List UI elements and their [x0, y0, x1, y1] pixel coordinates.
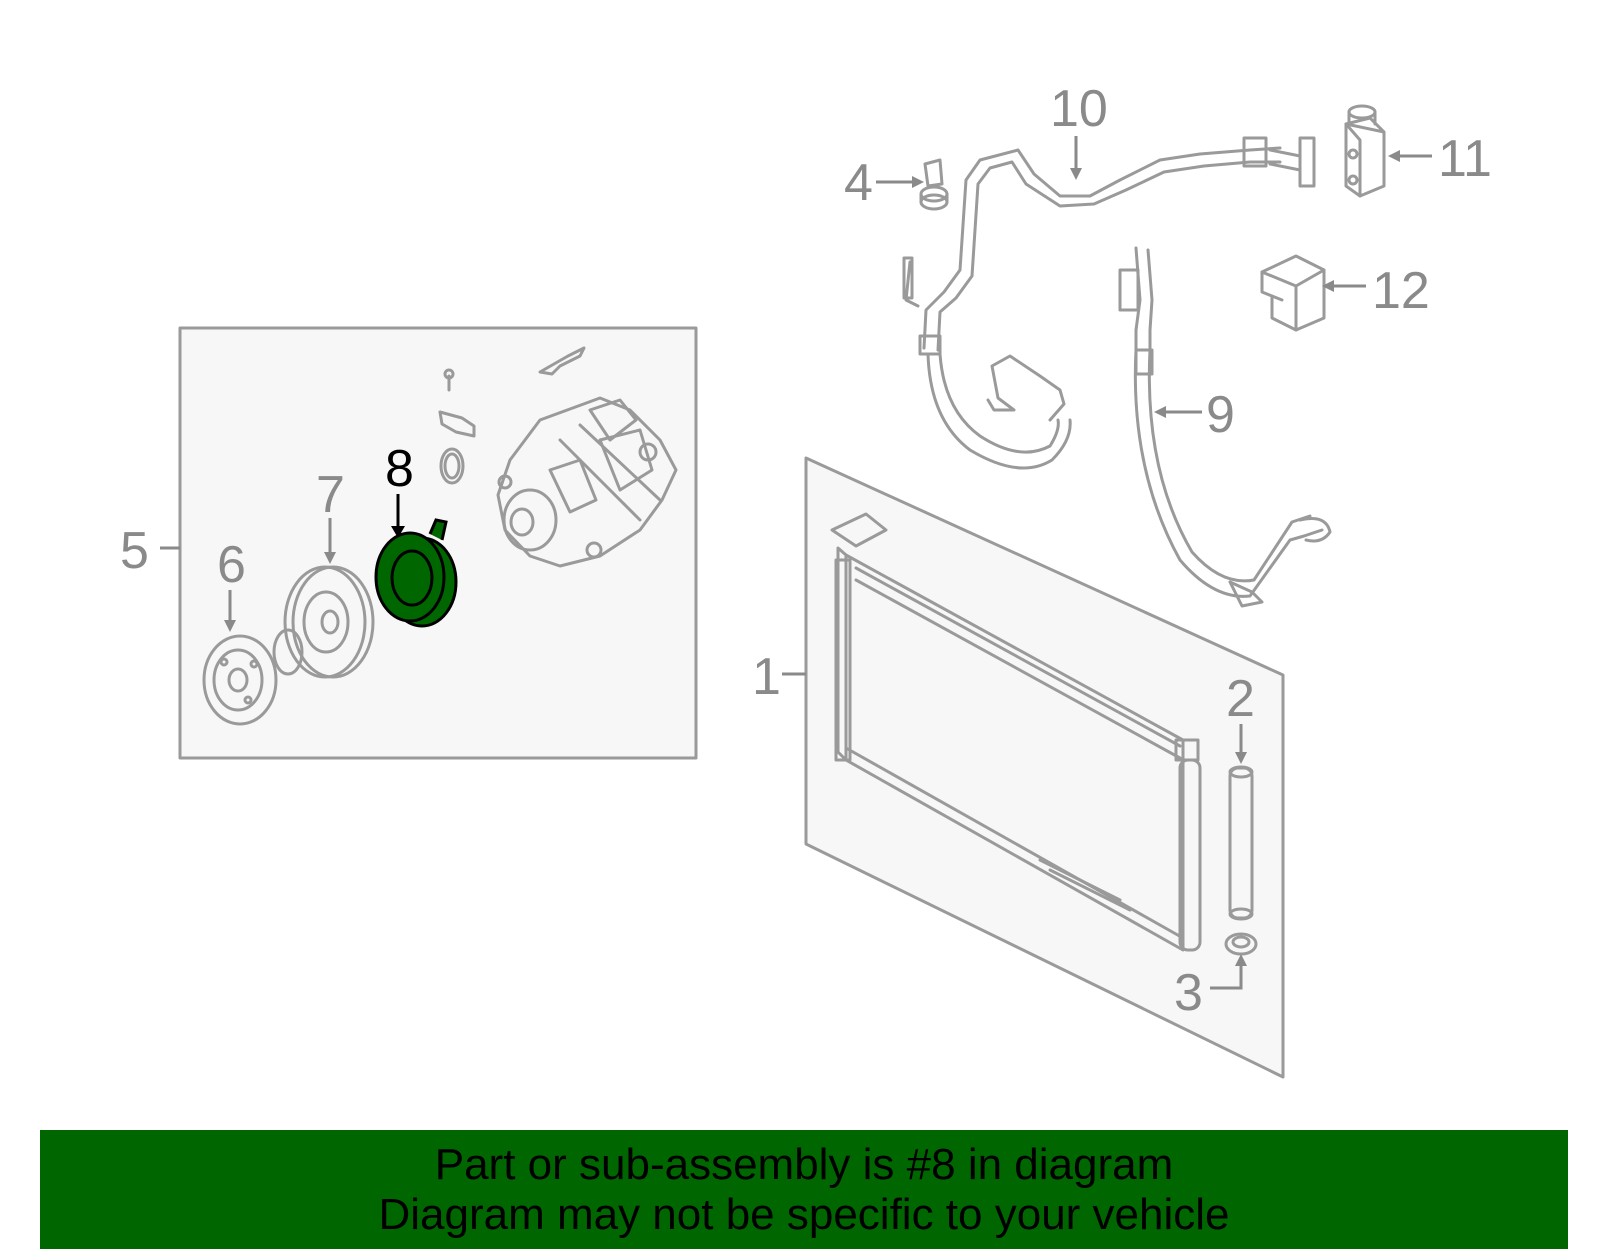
- callout-labels: 1 2 3 4 5 6 7 8 9 10 11 12: [120, 80, 1492, 1022]
- part-10-discharge-hose[interactable]: [902, 136, 1316, 470]
- o-ring: [439, 447, 465, 485]
- part-6-clutch-hub[interactable]: [202, 634, 278, 726]
- callout-1: 1: [752, 648, 781, 706]
- leader-lines: [160, 136, 1432, 990]
- shim-ring: [272, 628, 304, 676]
- callout-7: 7: [316, 466, 345, 524]
- part-12-bracket-block[interactable]: [1260, 254, 1326, 332]
- part-2-receiver-drier[interactable]: [1228, 765, 1254, 921]
- callout-3: 3: [1174, 964, 1203, 1022]
- part-7-pulley[interactable]: [283, 565, 375, 679]
- condenser-core[interactable]: [830, 512, 1202, 952]
- info-banner: Part or sub-assembly is #8 in diagram Di…: [40, 1130, 1568, 1249]
- callout-11: 11: [1438, 130, 1492, 188]
- callout-8: 8: [385, 440, 414, 498]
- callout-4: 4: [844, 154, 873, 212]
- callout-5: 5: [120, 522, 149, 580]
- bracket: [538, 346, 586, 376]
- callout-2: 2: [1226, 670, 1255, 728]
- sensor-bolt: [438, 368, 476, 438]
- callout-9: 9: [1206, 386, 1235, 444]
- compressor-body: [496, 396, 678, 568]
- banner-line-2: Diagram may not be specific to your vehi…: [378, 1190, 1230, 1239]
- callout-10: 10: [1050, 80, 1108, 138]
- part-9-liquid-line[interactable]: [1118, 246, 1332, 608]
- part-4-valve-cap[interactable]: [919, 158, 949, 211]
- banner-line-1: Part or sub-assembly is #8 in diagram: [434, 1140, 1174, 1189]
- part-11-valve-block[interactable]: [1344, 104, 1386, 198]
- callout-12: 12: [1372, 262, 1430, 320]
- part-8-clutch-coil[interactable]: [374, 518, 458, 628]
- callout-6: 6: [217, 536, 246, 594]
- condenser-box: [804, 456, 1285, 1079]
